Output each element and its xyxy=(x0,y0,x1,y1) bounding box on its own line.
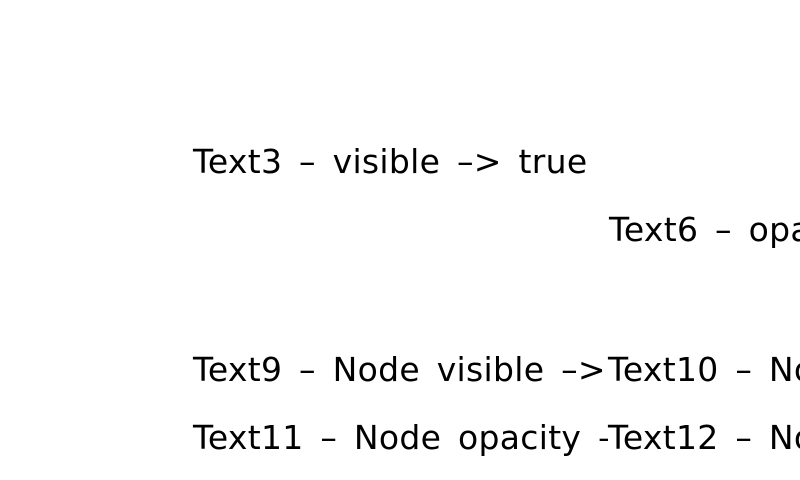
text-label-text12: Text12 – Node opacity –> 1.0 xyxy=(608,421,800,454)
text-label-text10: Text10 – Node visible –> false xyxy=(608,353,800,386)
text-label-text6: Text6 – opacity –> 0.5 xyxy=(609,213,800,246)
text-label-text3: Text3 – visible –> true xyxy=(193,142,588,181)
